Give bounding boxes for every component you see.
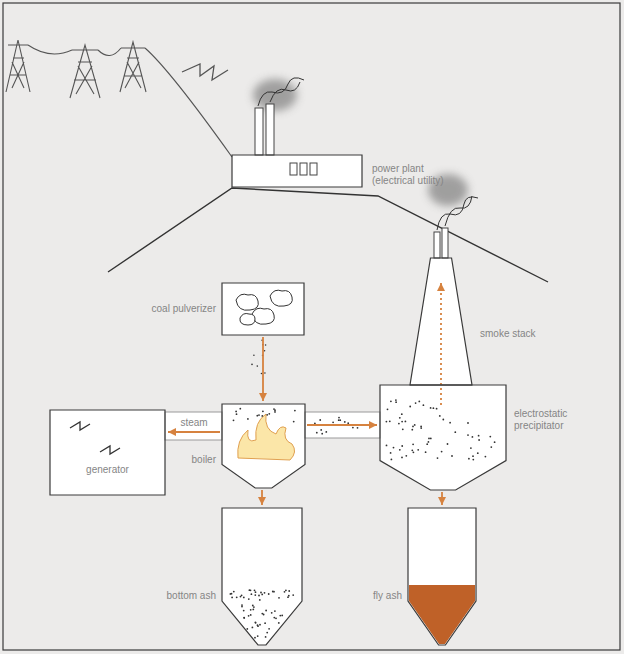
- node-label: generator: [86, 464, 129, 476]
- node-label: electrostatic precipitator: [514, 408, 594, 432]
- flow-arrow: [168, 431, 220, 433]
- shape-fill: [222, 404, 305, 488]
- shape-fill: [222, 508, 302, 645]
- generator-symbol: [70, 422, 90, 430]
- node-label: coal pulverizer: [118, 303, 216, 315]
- generator-symbol: [100, 446, 120, 454]
- coal-lumps: [236, 290, 292, 325]
- stack-smoke: [410, 174, 478, 385]
- node-label: smoke stack: [480, 328, 560, 340]
- flow-arrow: [307, 424, 377, 426]
- plant-chimneys: [253, 78, 304, 155]
- node-label: bottom ash: [128, 590, 216, 602]
- shape-fills: [50, 155, 506, 645]
- lightning-bolt: [182, 64, 228, 80]
- node-outline: [222, 508, 302, 645]
- node-outline: [410, 258, 472, 385]
- node-outline: [380, 385, 506, 490]
- flame: [238, 414, 295, 460]
- shape-fill: [408, 508, 476, 645]
- flow-arrow: [262, 337, 264, 401]
- steam-pipe: [165, 412, 222, 440]
- node-label: power plant (electrical utility): [372, 163, 468, 187]
- particles: [230, 339, 496, 638]
- node-outline: [222, 404, 305, 488]
- node-rect: coal pulverizer: [222, 283, 304, 335]
- node-label: fly ash: [328, 590, 402, 602]
- flow-arrow: [440, 283, 442, 405]
- frame: [3, 3, 620, 650]
- shape-fill: [222, 283, 304, 335]
- node-outline: [50, 410, 165, 495]
- hill: [108, 188, 548, 282]
- node-outline: [232, 155, 362, 187]
- shape-fill: [232, 155, 362, 187]
- fly-ash-fill: [409, 585, 475, 644]
- pylons: [6, 40, 232, 157]
- node-stack: smoke stack: [410, 258, 472, 385]
- edge-label: steam: [178, 417, 209, 428]
- node-hopper: bottom ash: [222, 508, 302, 645]
- flue-pipe: [305, 412, 380, 438]
- node-outline: [408, 508, 476, 645]
- node-rect: power plant (electrical utility): [232, 155, 362, 187]
- node-rect: generator: [50, 410, 165, 495]
- node-outline: [222, 283, 304, 335]
- shape-fill: [410, 258, 472, 385]
- flow-arrow: [441, 492, 443, 505]
- node-label: boiler: [166, 454, 216, 466]
- node-funnel: electrostatic precipitator: [380, 385, 506, 490]
- node-hopper: fly ash: [408, 508, 476, 645]
- windows: [290, 163, 317, 175]
- flow-arrow: [261, 490, 263, 505]
- shape-fill: [50, 410, 165, 495]
- node-funnel: boiler: [222, 404, 305, 488]
- shape-fill: [380, 385, 506, 490]
